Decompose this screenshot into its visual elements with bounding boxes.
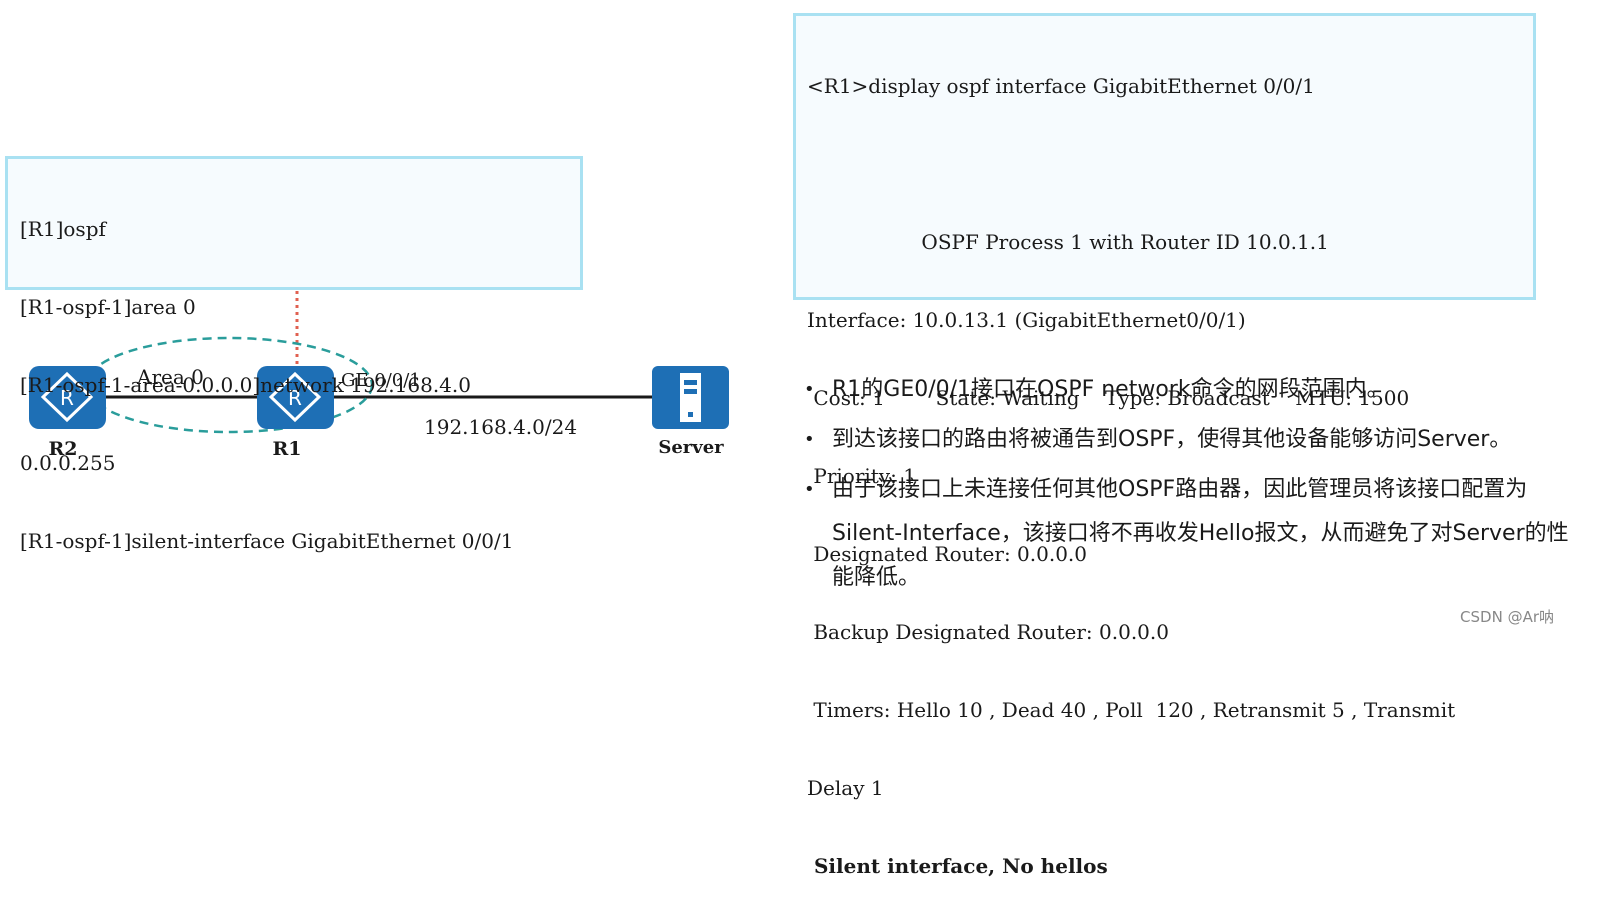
output-line [807,151,1533,177]
explanation-list: • R1的GE0/0/1接口在OSPF network命令的网段范围内。 • 到… [800,368,1570,606]
config-line: [R1]ospf [20,217,106,241]
output-line: Priority: 1 [807,464,916,488]
network-label: 192.168.4.0/24 [424,415,577,439]
router-r2-glyph: R [60,386,74,410]
explanation-text: 到达该接口的路由将被通告到OSPF，使得其他设备能够访问Server。 [832,427,1512,452]
explanation-item: • R1的GE0/0/1接口在OSPF network命令的网段范围内。 [800,368,1570,412]
output-line: <R1>display ospf interface GigabitEthern… [807,74,1315,98]
topology-diagram: R R Area 0 GE 0/0/1 192.168.4.0/24 R2 R1… [29,291,729,460]
interface-label: GE 0/0/1 [341,370,421,391]
output-line: Interface: 10.0.13.1 (GigabitEthernet0/0… [807,308,1246,332]
bullet-icon: • [804,379,815,400]
r1-label: R1 [272,438,301,460]
output-line: Cost: 1 State: Waiting Type: Broadcast M… [807,386,1410,410]
router-r1-icon[interactable]: R [257,366,334,429]
silent-interface-line: Silent interface, No hellos [807,854,1108,878]
router-r2-icon[interactable]: R [29,366,106,429]
router-r1-glyph: R [288,386,302,410]
bullet-icon: • [804,429,815,450]
config-line: [R1-ospf-1]area 0 [20,295,196,319]
output-line: Delay 1 [807,776,884,800]
output-line: OSPF Process 1 with Router ID 10.0.1.1 [807,230,1329,254]
area-label: Area 0 [136,365,204,389]
explanation-text: R1的GE0/0/1接口在OSPF network命令的网段范围内。 [832,377,1389,402]
r2-label: R2 [48,438,77,460]
explanation-item: • 到达该接口的路由将被通告到OSPF，使得其他设备能够访问Server。 [800,418,1570,462]
server-icon[interactable] [652,366,729,429]
watermark: CSDN @Ar呐 [1460,608,1554,626]
config-line: 0.0.0.255 [20,451,116,475]
output-line: Timers: Hello 10 , Dead 40 , Poll 120 , … [807,698,1456,722]
output-line: Backup Designated Router: 0.0.0.0 [807,620,1169,644]
display-output-box: <R1>display ospf interface GigabitEthern… [793,13,1536,878]
explanation-text: 由于该接口上未连接任何其他OSPF路由器，因此管理员将该接口配置为Silent-… [832,477,1569,590]
config-line: [R1-ospf-1-area-0.0.0.0]network 192.168.… [20,373,471,397]
bullet-icon: • [804,479,815,500]
explanation-item: • 由于该接口上未连接任何其他OSPF路由器，因此管理员将该接口配置为Silen… [800,468,1570,600]
config-command-box: [R1]ospf [R1-ospf-1]area 0 [R1-ospf-1-ar… [5,156,583,553]
server-label: Server [658,437,724,458]
output-line: Designated Router: 0.0.0.0 [807,542,1088,566]
config-line: [R1-ospf-1]silent-interface GigabitEther… [20,529,514,553]
